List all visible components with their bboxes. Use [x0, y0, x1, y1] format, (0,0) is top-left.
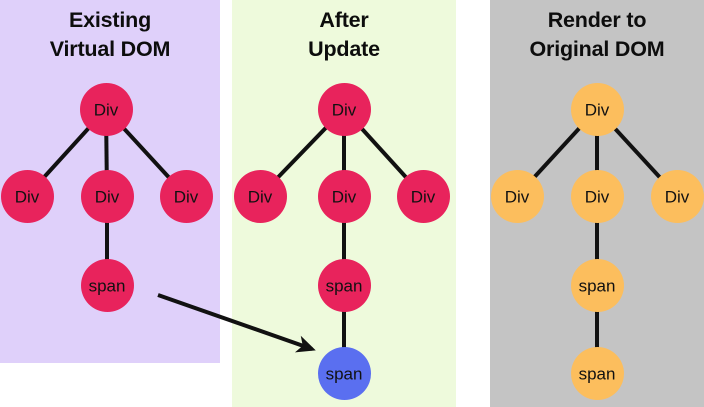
- tree-node-label: Div: [584, 187, 610, 206]
- tree-node-label: span: [88, 276, 126, 295]
- tree-node-after-update-root-div[interactable]: Div: [317, 82, 371, 136]
- tree-node-label: span: [578, 276, 616, 295]
- tree-node-existing-virtual-dom-child-div-2[interactable]: Div: [80, 169, 134, 223]
- tree-node-render-to-original-dom-span-1[interactable]: span: [570, 258, 624, 312]
- tree-node-render-to-original-dom-span-2[interactable]: span: [570, 346, 624, 400]
- tree-node-label: Div: [504, 187, 530, 206]
- tree-node-after-update-child-div-2[interactable]: Div: [317, 169, 371, 223]
- tree-node-label: Div: [331, 100, 357, 119]
- tree-node-label: span: [325, 276, 363, 295]
- tree-node-after-update-span-1[interactable]: span: [317, 258, 371, 312]
- tree-node-label: Div: [331, 187, 357, 206]
- tree-node-render-to-original-dom-child-div-1[interactable]: Div: [490, 169, 544, 223]
- tree-node-render-to-original-dom-root-div[interactable]: Div: [570, 82, 624, 136]
- tree-node-render-to-original-dom-child-div-2[interactable]: Div: [570, 169, 624, 223]
- tree-node-after-update-span-new[interactable]: span: [317, 346, 371, 400]
- panel-title-after-update: After Update: [308, 8, 380, 61]
- panel-title-render-to-original-dom: Render to Original DOM: [529, 8, 665, 61]
- tree-node-label: Div: [93, 100, 119, 119]
- tree-node-existing-virtual-dom-child-div-3[interactable]: Div: [159, 169, 213, 223]
- panel-title-existing-virtual-dom: Existing Virtual DOM: [49, 8, 171, 61]
- tree-node-label: Div: [410, 187, 436, 206]
- tree-node-after-update-child-div-3[interactable]: Div: [396, 169, 450, 223]
- tree-node-label: span: [325, 364, 363, 383]
- tree-node-render-to-original-dom-child-div-3[interactable]: Div: [650, 169, 704, 223]
- tree-node-label: Div: [664, 187, 690, 206]
- tree-node-label: Div: [14, 187, 40, 206]
- tree-node-existing-virtual-dom-child-div-1[interactable]: Div: [0, 169, 54, 223]
- tree-node-label: Div: [94, 187, 120, 206]
- tree-node-label: span: [578, 364, 616, 383]
- tree-node-after-update-child-div-1[interactable]: Div: [233, 169, 287, 223]
- tree-node-label: Div: [584, 100, 610, 119]
- tree-node-label: Div: [173, 187, 199, 206]
- tree-node-existing-virtual-dom-root-div[interactable]: Div: [79, 82, 133, 136]
- tree-node-label: Div: [247, 187, 273, 206]
- tree-node-existing-virtual-dom-span-1[interactable]: span: [80, 258, 134, 312]
